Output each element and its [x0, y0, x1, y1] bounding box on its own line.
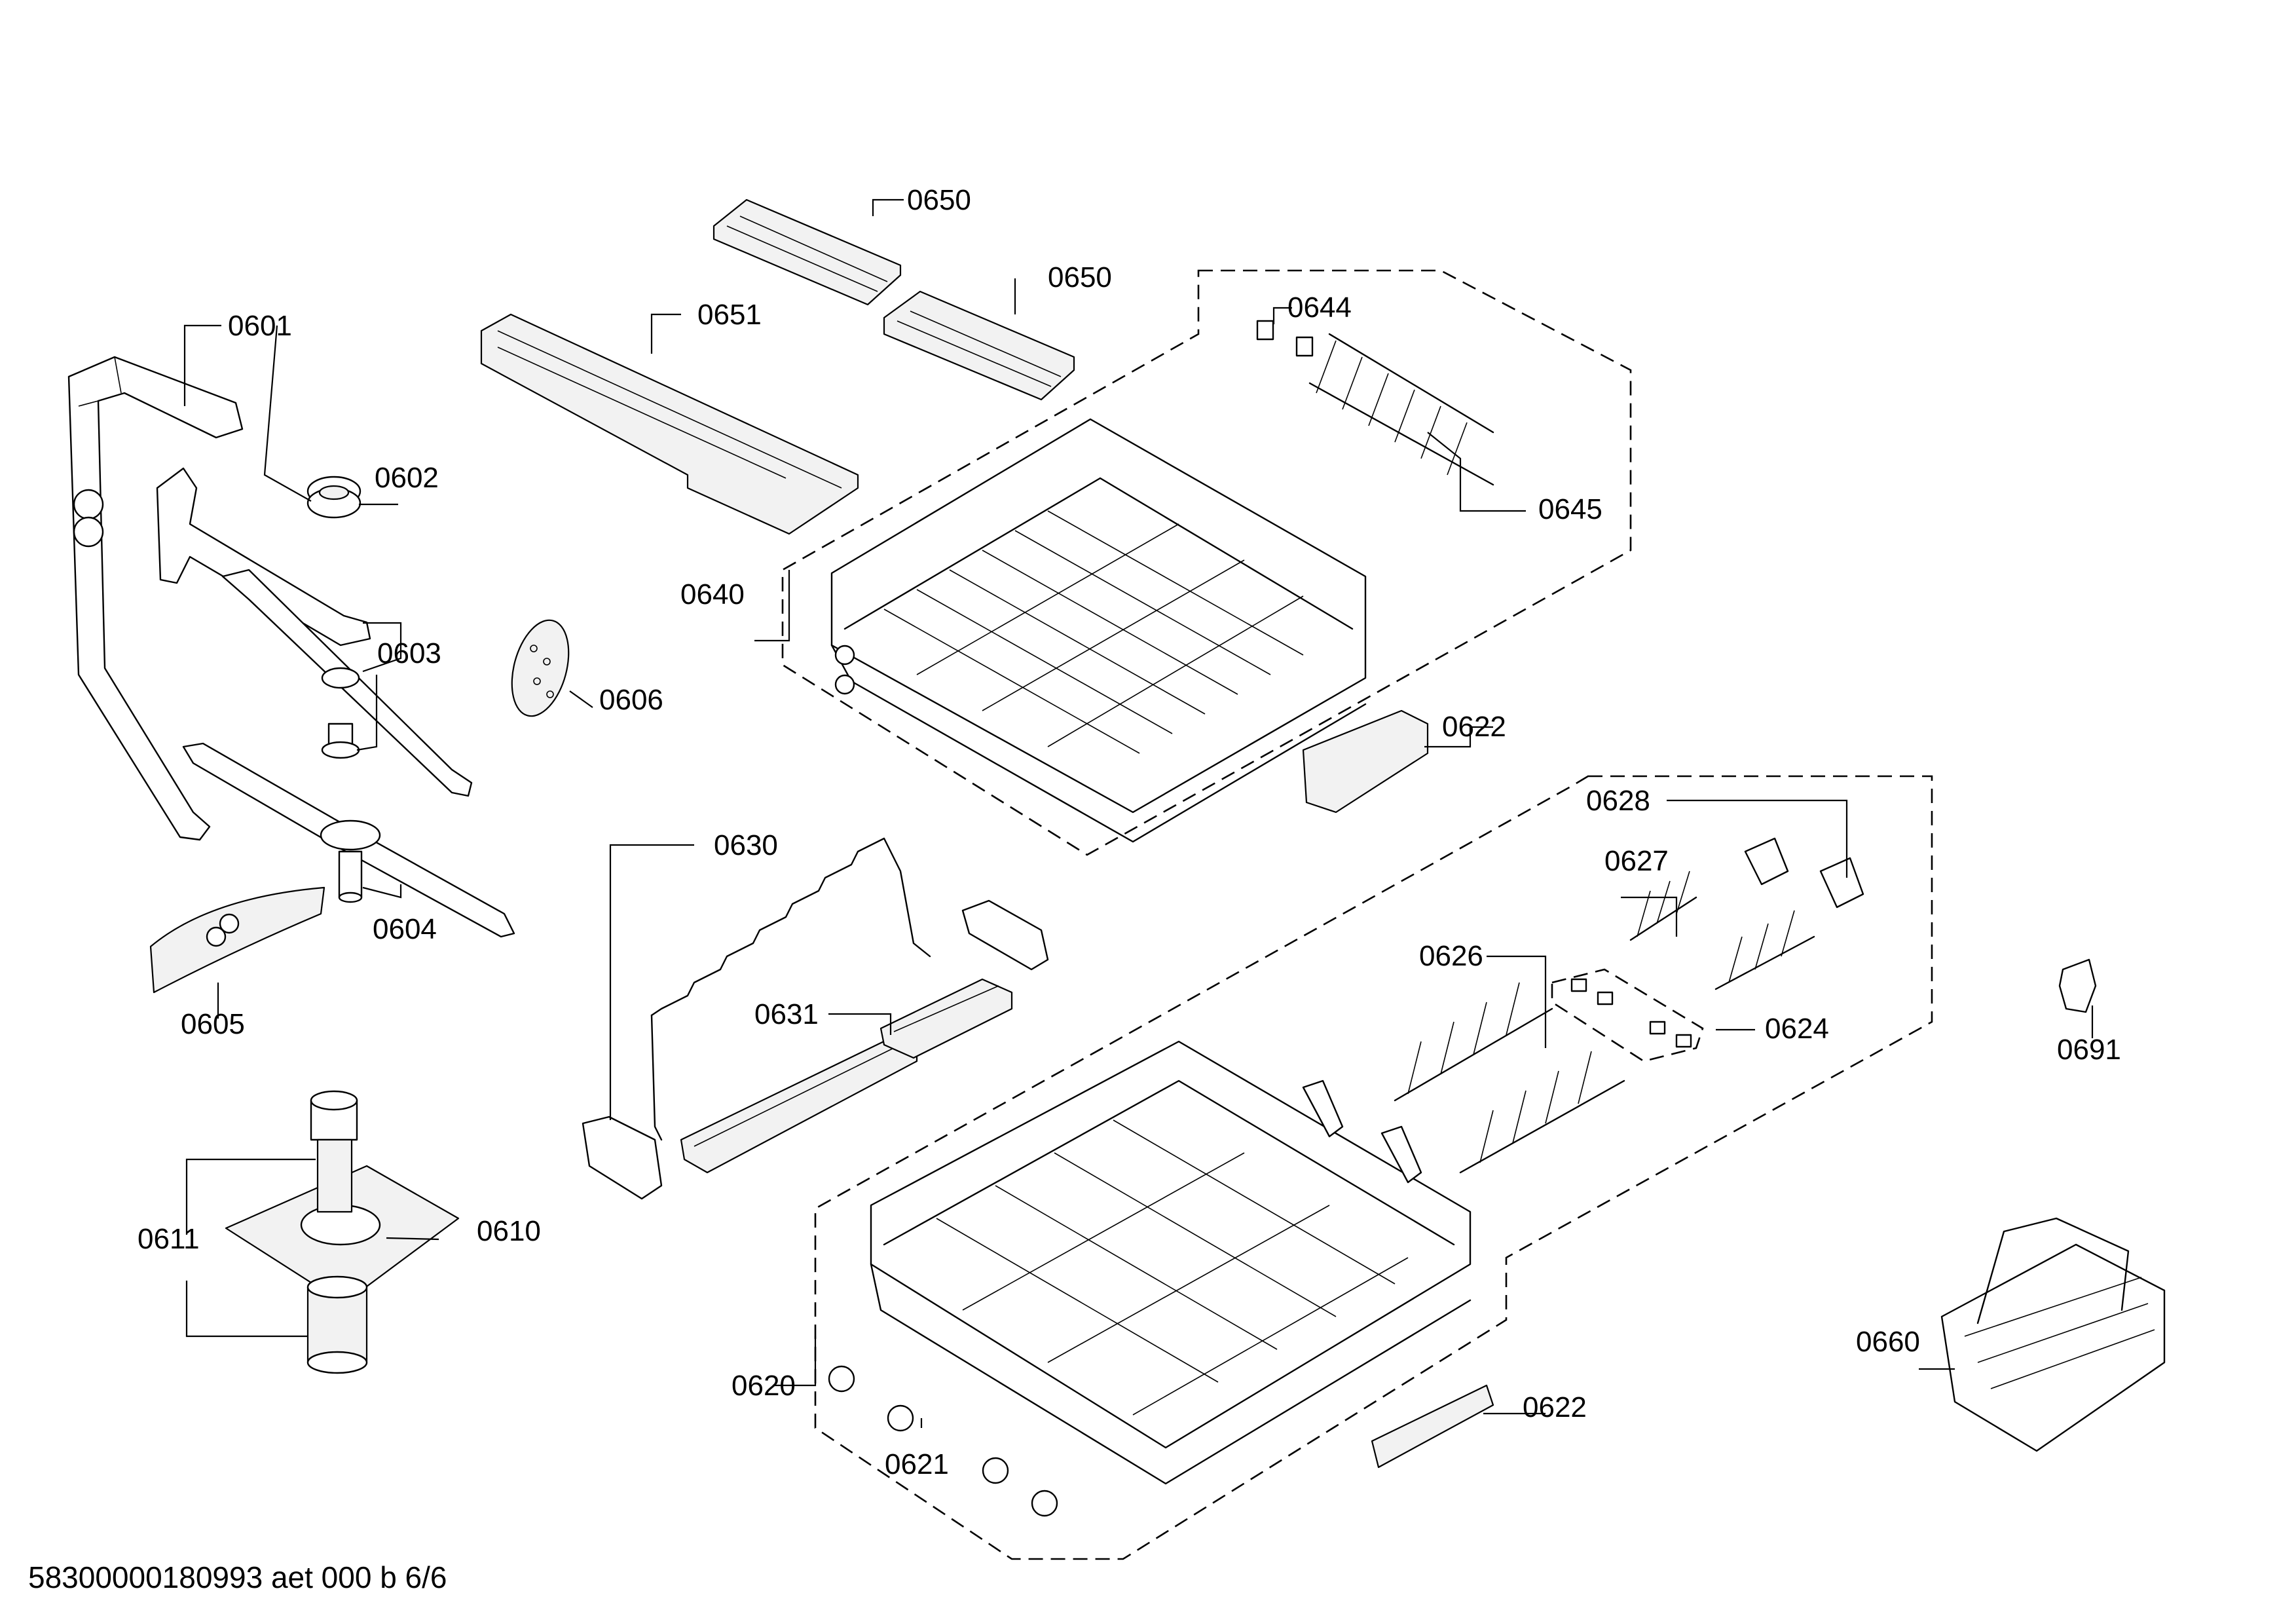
nut-part: [306, 476, 361, 519]
cutlery-drawer-part: [480, 313, 859, 535]
upper-basket-part: [830, 418, 1367, 843]
tine-rack-b-part: [880, 978, 1013, 1059]
upper-basket-group-outline: [781, 269, 1632, 856]
callout-0601: 0601: [228, 310, 292, 342]
callout-0650-top: 0650: [907, 184, 971, 216]
callout-0621: 0621: [885, 1448, 949, 1480]
retainer-clip-part: [2058, 958, 2097, 1013]
callout-0611: 0611: [138, 1223, 200, 1255]
lower-basket-part: [870, 1040, 1472, 1485]
document-code: 58300000180993 aet 000 b 6/6: [28, 1560, 447, 1594]
callout-0691: 0691: [2057, 1034, 2121, 1066]
cutlery-basket-part: [1940, 1217, 2166, 1452]
tine-row-0626-part: [1394, 982, 1625, 1174]
leader-lines: [183, 198, 2094, 1428]
callout-0644: 0644: [1287, 291, 1352, 324]
callout-0626: 0626: [1419, 940, 1483, 972]
callout-0651: 0651: [697, 299, 762, 331]
callout-0604: 0604: [373, 913, 437, 945]
upper-insert-part: [1302, 709, 1429, 814]
filter-disc-part: [511, 619, 570, 717]
callout-0640: 0640: [680, 578, 745, 610]
callout-0631: 0631: [754, 998, 819, 1030]
tine-rack-a-part: [680, 1034, 918, 1174]
callout-0606: 0606: [599, 684, 663, 716]
callout-0660: 0660: [1856, 1326, 1920, 1358]
micro-filter-plate-part: [225, 1165, 460, 1305]
tine-row-0627-part: [1629, 871, 1815, 990]
rack-holder-part: [582, 899, 1049, 1200]
callout-0630: 0630: [714, 829, 778, 861]
fold-down-rack-part: [1308, 333, 1494, 486]
filter-cylinder-top-part: [310, 1090, 358, 1213]
callout-0624: 0624: [1765, 1013, 1829, 1045]
upper-spray-arm-part: [156, 467, 473, 797]
hinge-clip-part: [1302, 837, 1864, 1184]
callout-0603: 0603: [377, 637, 441, 669]
basket-roller-part: [828, 1365, 1058, 1517]
callout-0645: 0645: [1538, 493, 1602, 525]
supply-pipe-part: [67, 356, 244, 841]
basket-clip-part: [1256, 320, 1314, 357]
spray-deflector-part: [149, 886, 325, 994]
callout-0628: 0628: [1586, 785, 1650, 817]
wire-rack-part: [650, 837, 931, 1141]
callout-0650-second: 0650: [1048, 261, 1112, 293]
callout-0627: 0627: [1604, 845, 1669, 877]
callout-0622-lower: 0622: [1523, 1391, 1587, 1423]
bearing-clip-part: [1551, 968, 1704, 1062]
cutlery-tray-a-part: [713, 198, 902, 306]
lower-handle-part: [1371, 1384, 1494, 1469]
callout-0620: 0620: [731, 1370, 796, 1402]
filter-cylinder-bottom-part: [306, 1275, 368, 1374]
lower-basket-group-outline: [814, 775, 1933, 1560]
callout-0605: 0605: [181, 1008, 245, 1040]
lower-spray-arm-part: [182, 742, 515, 938]
callout-0622-upper: 0622: [1442, 711, 1506, 743]
callout-0602: 0602: [375, 462, 439, 494]
callout-0610: 0610: [477, 1215, 541, 1247]
cutlery-tray-b-part: [883, 290, 1075, 401]
